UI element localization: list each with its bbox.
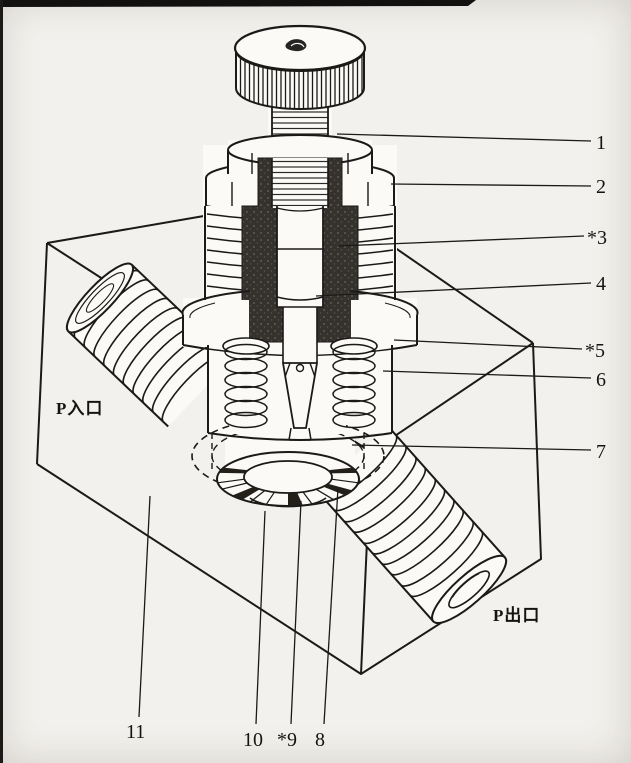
leader-line-4 <box>315 282 592 297</box>
leader-line-10 <box>255 510 266 725</box>
leader-line-7 <box>351 444 592 451</box>
leader-line-3 <box>337 235 585 247</box>
callout-label-8: 8 <box>315 729 325 751</box>
leader-line-2 <box>390 183 592 187</box>
leader-lines <box>138 133 592 725</box>
callout-label-5: *5 <box>585 340 605 362</box>
callout-label-4: 4 <box>596 273 606 295</box>
piston-spool <box>271 158 329 363</box>
block-left-edge <box>36 242 48 465</box>
callout-label-10: 10 <box>243 729 263 751</box>
valve-needle <box>281 362 319 441</box>
knob-swirl-mark <box>285 39 307 52</box>
callout-label-9: *9 <box>277 729 297 751</box>
leader-line-5 <box>393 339 583 350</box>
bottom-retainer <box>216 451 360 508</box>
callout-label-11: 11 <box>126 721 145 743</box>
callout-label-6: 6 <box>596 369 606 391</box>
outlet-port-bore <box>448 570 491 609</box>
inlet-label: P入口 <box>56 399 103 418</box>
outlet-label: P出口 <box>493 605 540 625</box>
scan-edge-artifact <box>0 0 476 763</box>
adjustment-knob <box>233 24 367 110</box>
callout-label-7: 7 <box>596 441 606 463</box>
leader-line-9 <box>290 500 302 725</box>
leader-line-8 <box>323 487 339 725</box>
callout-label-3: *3 <box>587 227 607 249</box>
callout-label-1: 1 <box>596 132 606 154</box>
leader-line-6 <box>382 370 592 379</box>
callout-label-2: 2 <box>596 176 606 198</box>
return-springs <box>222 337 378 429</box>
body-flange <box>181 290 419 357</box>
leader-line-11 <box>138 495 151 718</box>
leader-line-1 <box>336 133 592 142</box>
inlet-port <box>65 262 233 428</box>
outlet-port <box>315 425 508 625</box>
inlet-port-end-face <box>65 262 135 334</box>
callout-labels: 1 2 *3 4 *5 6 7 11 10 *9 8 <box>126 132 607 751</box>
